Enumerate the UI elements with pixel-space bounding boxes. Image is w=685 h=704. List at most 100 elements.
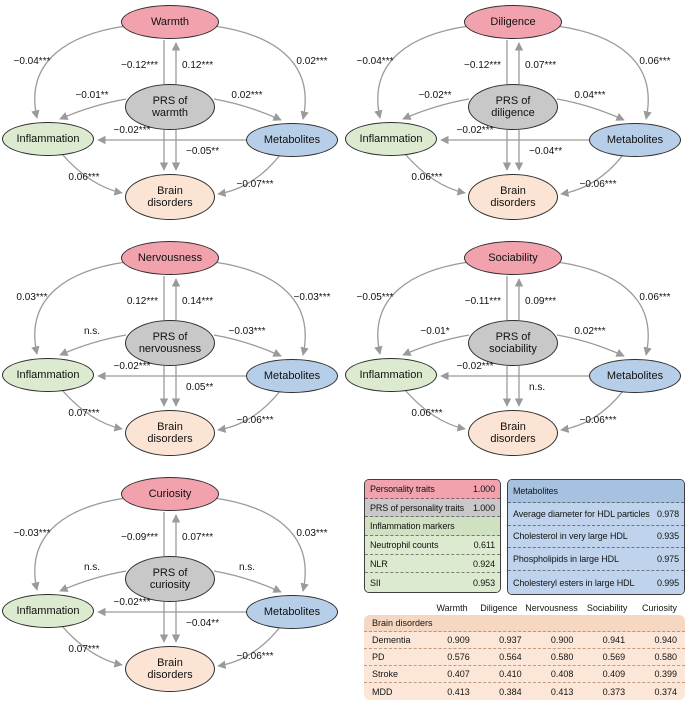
node-trait-label: Curiosity — [148, 487, 192, 500]
coef-trait-inflammation: −0.03*** — [13, 528, 51, 539]
coef-metabolites-brain: −0.06*** — [579, 179, 617, 190]
cell-value: 0.580 — [654, 652, 677, 662]
cell-value: 0.937 — [499, 635, 522, 645]
node-metabolites-label: Metabolites — [263, 133, 321, 146]
legend-value: 1.000 — [472, 483, 495, 494]
coef-prs-metabolites: 0.02*** — [574, 326, 606, 337]
node-brain-label: Brain disorders — [147, 184, 193, 209]
legend-label: Average diameter for HDL particles — [513, 508, 650, 519]
diagram-diligence: Diligence PRS of diligence Inflammation … — [343, 0, 685, 232]
coef-metabolites-inflammation: −0.02*** — [113, 597, 151, 608]
coef-inflammation-brain: 0.06*** — [68, 172, 100, 183]
cell-value: 0.409 — [602, 669, 626, 679]
column-header: Sociability — [586, 602, 628, 613]
coef-metabolites-brain: −0.06*** — [579, 415, 617, 426]
node-brain-label: Brain disorders — [147, 656, 193, 681]
coef-prs-metabolites: 0.04*** — [574, 90, 606, 101]
legend-section-header: Inflammation markers — [365, 517, 500, 537]
legend-row: Cholesterol in very large HDL 0.935 — [508, 525, 684, 549]
legend-label: SII — [370, 577, 381, 588]
table-row: MDD 0.413 0.384 0.413 0.373 0.374 — [364, 683, 685, 700]
coef-prs-inflammation: n.s. — [83, 562, 101, 573]
coef-inflammation-brain: 0.06*** — [411, 408, 443, 419]
node-inflammation: Inflammation — [2, 594, 94, 628]
node-trait: Diligence — [464, 5, 562, 39]
node-prs: PRS of warmth — [125, 84, 215, 130]
brain-disorders-table: Warmth Diligence Nervousness Sociability… — [364, 600, 685, 700]
coef-metabolites-brain: −0.06*** — [236, 651, 274, 662]
coef-prs-trait: 0.07*** — [182, 532, 214, 543]
legend-value: 0.935 — [656, 531, 679, 542]
legend-label: PRS of personality traits — [370, 502, 465, 513]
coef-trait-metabolites: −0.03*** — [293, 292, 331, 303]
cell-value: 0.384 — [499, 686, 522, 697]
cell-value: 0.940 — [654, 635, 677, 645]
node-metabolites-label: Metabolites — [606, 369, 664, 382]
legend-row: PRS of personality traits 1.000 — [365, 498, 500, 518]
node-inflammation: Inflammation — [345, 358, 437, 392]
coef-prs-metabolites: 0.02*** — [231, 90, 263, 101]
column-header: Warmth — [436, 602, 468, 613]
coef-trait-inflammation: 0.03*** — [16, 292, 48, 303]
legend-label: NLR — [370, 558, 388, 569]
node-brain-disorders: Brain disorders — [125, 410, 215, 456]
node-brain-label: Brain disorders — [147, 420, 193, 445]
row-label: Stroke — [372, 669, 399, 679]
coef-trait-metabolites: 0.06*** — [639, 56, 671, 67]
node-brain-disorders: Brain disorders — [468, 174, 558, 220]
node-metabolites: Metabolites — [246, 595, 338, 629]
coef-trait-brain: −0.11*** — [464, 296, 501, 307]
node-prs: PRS of sociability — [468, 320, 558, 366]
node-inflammation: Inflammation — [2, 358, 94, 392]
brain-table-column-headers: Warmth Diligence Nervousness Sociability… — [364, 600, 685, 615]
node-inflammation: Inflammation — [345, 122, 437, 156]
diagram-sociability: Sociability PRS of sociability Inflammat… — [343, 236, 685, 468]
legend-value: 0.611 — [473, 539, 495, 550]
legend-row: Average diameter for HDL particles 0.978 — [508, 502, 684, 526]
diagram-curiosity: Curiosity PRS of curiosity Inflammation … — [0, 472, 342, 704]
cell-value: 0.399 — [654, 669, 677, 679]
coef-prs-inflammation: −0.01* — [420, 326, 450, 337]
cell-value: 0.410 — [499, 669, 522, 679]
coef-prs-metabolites: −0.03*** — [228, 326, 266, 337]
cell-value: 0.408 — [550, 669, 574, 679]
coef-trait-brain: −0.09*** — [121, 532, 158, 543]
coef-metabolites-inflammation: −0.02*** — [456, 125, 494, 136]
coef-trait-metabolites: 0.06*** — [639, 292, 671, 303]
coef-prs-metabolites: n.s. — [238, 562, 256, 573]
coef-prs-trait: 0.14*** — [182, 296, 214, 307]
cell-value: 0.413 — [550, 686, 574, 697]
coef-prs-brain: 0.05** — [186, 382, 214, 393]
coef-inflammation-brain: 0.07*** — [68, 408, 100, 419]
node-inflammation: Inflammation — [2, 122, 94, 156]
diagram-nervousness: Nervousness PRS of nervousness Inflammat… — [0, 236, 342, 468]
node-brain-disorders: Brain disorders — [125, 646, 215, 692]
coef-prs-trait: 0.12*** — [182, 60, 214, 71]
node-metabolites-label: Metabolites — [263, 605, 321, 618]
coef-metabolites-brain: −0.07*** — [236, 179, 274, 190]
node-prs-label: PRS of warmth — [151, 94, 189, 119]
column-header: Diligence — [480, 602, 518, 613]
node-inflammation-label: Inflammation — [359, 132, 423, 145]
legend-value: 0.995 — [656, 577, 679, 588]
legend-label: Metabolites — [513, 485, 558, 496]
node-trait-label: Warmth — [150, 15, 190, 28]
cell-value: 0.580 — [550, 652, 574, 662]
coef-metabolites-inflammation: −0.02*** — [456, 361, 494, 372]
legend-row: Cholesteryl esters in large HDL 0.995 — [508, 571, 684, 594]
coef-trait-inflammation: −0.04*** — [13, 56, 51, 67]
node-prs: PRS of nervousness — [125, 320, 215, 366]
coef-prs-brain: n.s. — [529, 382, 546, 393]
node-metabolites-label: Metabolites — [606, 133, 664, 146]
legend-inflammation-table: Personality traits 1.000 PRS of personal… — [364, 479, 501, 594]
row-label: MDD — [372, 686, 393, 697]
legend-row: Neutrophil counts 0.611 — [365, 536, 500, 555]
node-metabolites: Metabolites — [246, 359, 338, 393]
legend-row: Personality traits 1.000 — [365, 480, 500, 499]
cell-value: 0.374 — [654, 686, 677, 697]
legend-row: Phospholipids in large HDL 0.975 — [508, 548, 684, 572]
node-inflammation-label: Inflammation — [359, 368, 423, 381]
cell-value: 0.564 — [499, 652, 522, 662]
brain-table-body: Brain disorders Dementia 0.909 0.937 0.9… — [364, 615, 685, 700]
legend-section-header: Metabolites — [508, 480, 684, 503]
